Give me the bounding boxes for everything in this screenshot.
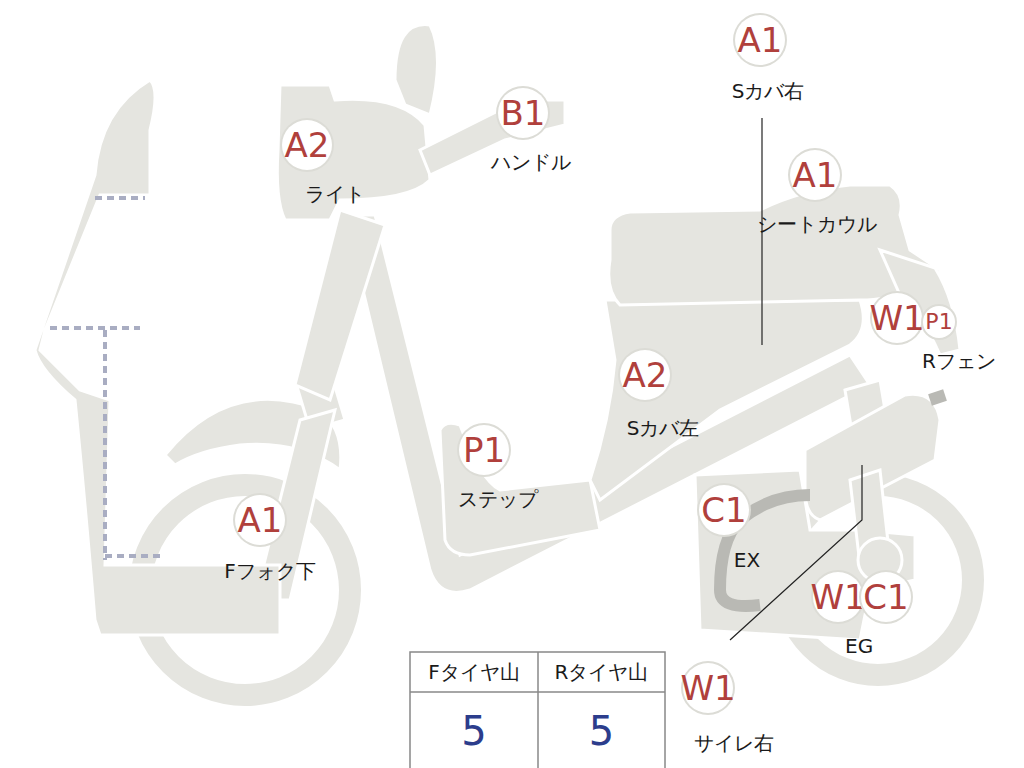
callout-circle: W1 <box>872 293 922 343</box>
table-header: Rタイヤ山 <box>538 652 665 692</box>
callout-code: B1 <box>498 88 548 138</box>
table-value: 5 <box>410 692 538 768</box>
callout-circle: C1 <box>861 572 911 622</box>
callout-code: W1 <box>813 572 863 622</box>
table-header: Fタイヤ山 <box>410 652 538 692</box>
callout-code: W1 <box>872 293 922 343</box>
callout-circle: A1Fフォク下 <box>235 495 285 545</box>
callout-code: A1 <box>235 495 285 545</box>
part-name: EX <box>734 548 760 572</box>
part-name: シートカウル <box>757 211 877 238</box>
callout-code: C1 <box>861 572 911 622</box>
callout-circle: A2ライト <box>282 120 332 170</box>
callout-circle: A1シートカウル <box>790 150 840 200</box>
callout-code: P1 <box>923 306 955 338</box>
table-value: 5 <box>538 692 665 768</box>
part-name: Fフォク下 <box>224 558 316 585</box>
callout-code: W1 <box>683 663 733 713</box>
callout-circle: B1ハンドル <box>498 88 548 138</box>
callout-code: A2 <box>620 350 670 400</box>
part-name: Sカバ左 <box>627 415 700 442</box>
callout-code: A1 <box>735 15 785 65</box>
callout-circle: C1EX <box>699 485 749 535</box>
callout-code: A1 <box>790 150 840 200</box>
part-name: ステップ <box>458 486 538 513</box>
callout-code: A2 <box>282 120 332 170</box>
part-name: Rフェン <box>922 348 996 375</box>
part-name: Sカバ右 <box>732 78 805 105</box>
part-name: ライト <box>305 181 365 208</box>
callout-circle: W1 <box>813 572 863 622</box>
part-name: ハンドル <box>491 149 571 176</box>
callout-code: P1 <box>459 425 509 475</box>
part-name: サイレ右 <box>694 730 774 757</box>
callout-circle: P1ステップ <box>459 425 509 475</box>
callout-circle: A1Sカバ右 <box>735 15 785 65</box>
callout-circle: W1サイレ右 <box>683 663 733 713</box>
callout-code: C1 <box>699 485 749 535</box>
part-name: EG <box>845 634 873 658</box>
callout-circle: A2Sカバ左 <box>620 350 670 400</box>
callout-circle: P1 <box>923 306 955 338</box>
